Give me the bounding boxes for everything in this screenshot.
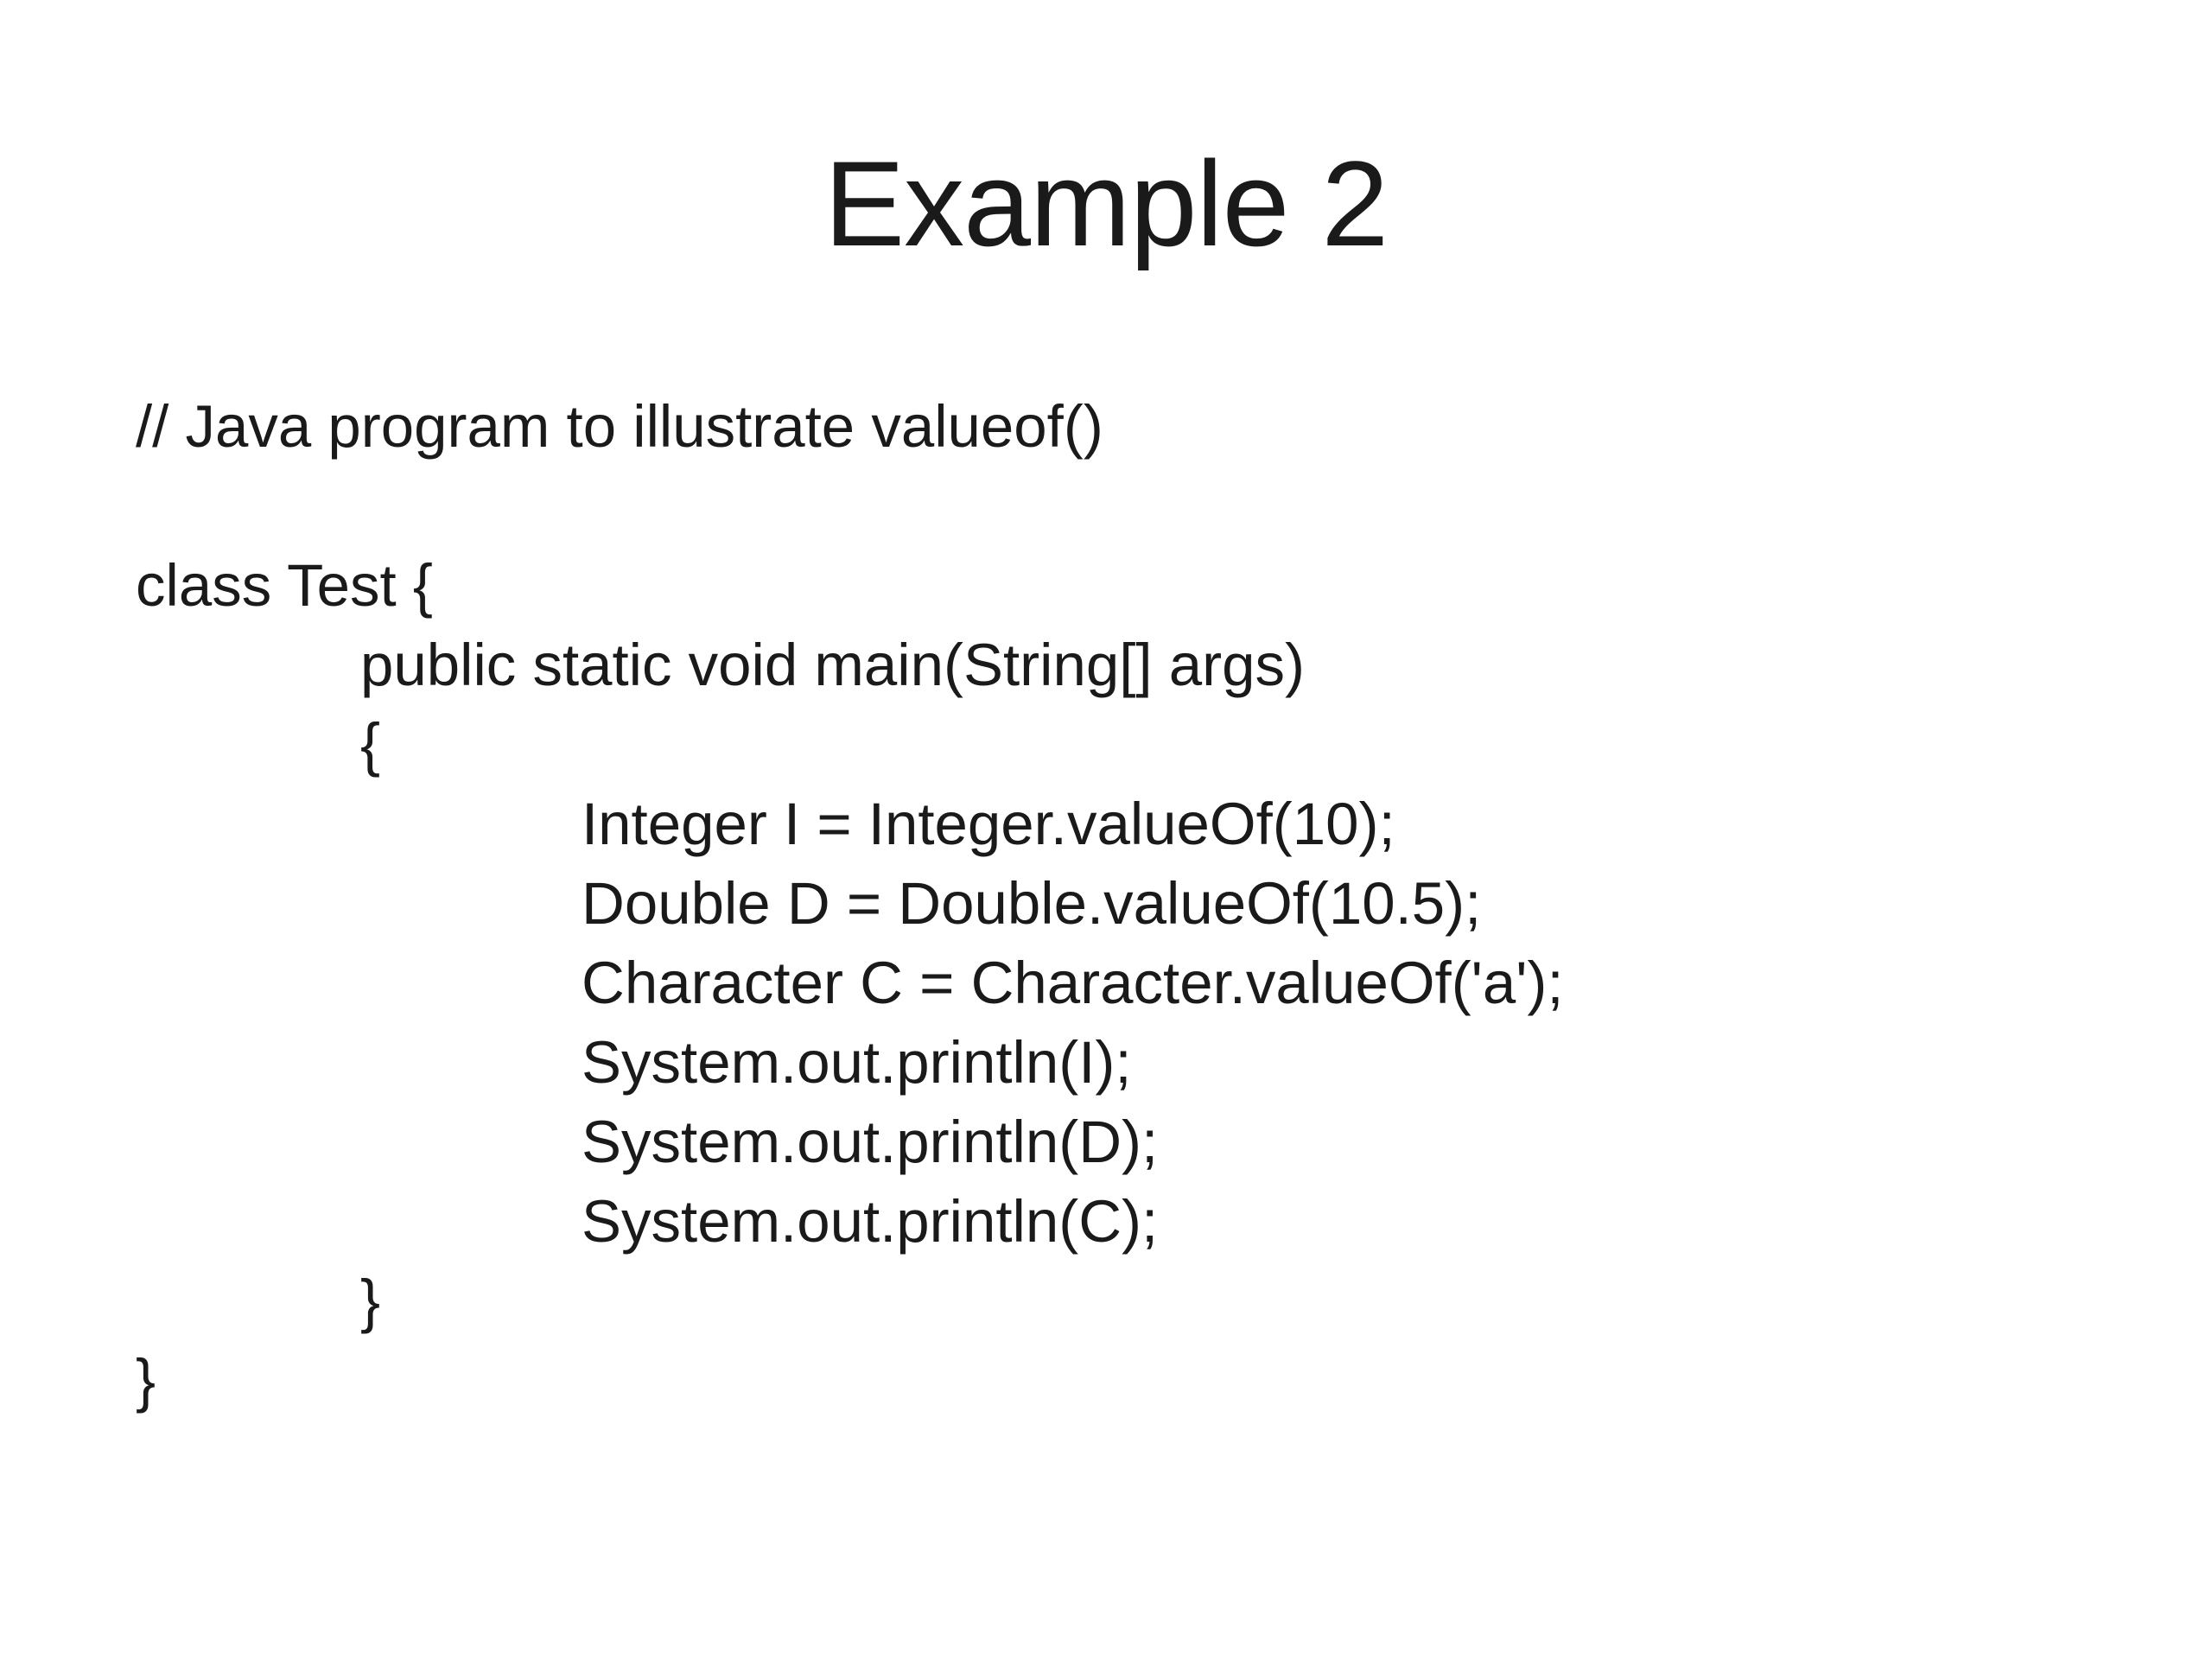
code-line: Integer I = Integer.valueOf(10); <box>582 791 1395 857</box>
code-line: System.out.println(C); <box>582 1188 1159 1255</box>
code-block: // Java program to illustrate valueof() … <box>136 387 2080 1421</box>
code-line <box>136 467 2080 546</box>
code-line: } <box>136 1347 156 1414</box>
code-line: public static void main(String[] args) <box>360 632 1305 698</box>
code-line: // Java program to illustrate valueof() <box>136 393 1103 460</box>
code-line: } <box>360 1268 381 1334</box>
code-line: class Test { <box>136 552 433 619</box>
code-line: { <box>360 711 381 778</box>
slide-title: Example 2 <box>823 136 1389 271</box>
code-line: System.out.println(I); <box>582 1029 1132 1096</box>
code-line: System.out.println(D); <box>582 1109 1159 1175</box>
code-line: Double D = Double.valueOf(10.5); <box>582 870 1482 937</box>
code-line: Character C = Character.valueOf('a'); <box>582 950 1564 1016</box>
